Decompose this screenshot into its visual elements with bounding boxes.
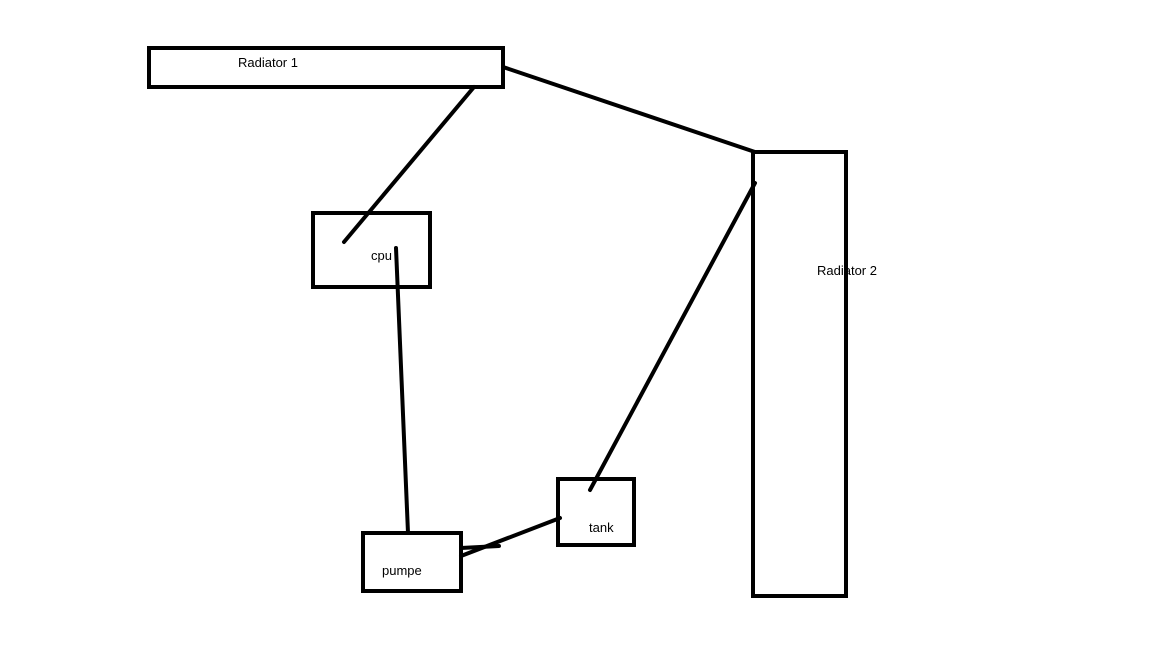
pipe-radiator1-cpu xyxy=(342,85,476,244)
pipe-cpu-pump xyxy=(394,246,410,535)
pipe-pump-tank xyxy=(459,516,562,558)
pipe-radiator1-radiator2 xyxy=(501,65,757,154)
radiator-2-box xyxy=(751,150,848,598)
pipe-pump-stub xyxy=(459,544,501,550)
radiator-1-box xyxy=(147,46,505,89)
pump-label: pumpe xyxy=(382,563,422,578)
tank-box xyxy=(556,477,636,547)
tank-label: tank xyxy=(589,520,614,535)
pump-box xyxy=(361,531,463,593)
cpu-label: cpu xyxy=(371,248,392,263)
pipe-tank-radiator2 xyxy=(588,181,757,492)
radiator-2-label: Radiator 2 xyxy=(817,263,877,278)
cpu-box xyxy=(311,211,432,289)
radiator-1-label: Radiator 1 xyxy=(238,55,298,70)
